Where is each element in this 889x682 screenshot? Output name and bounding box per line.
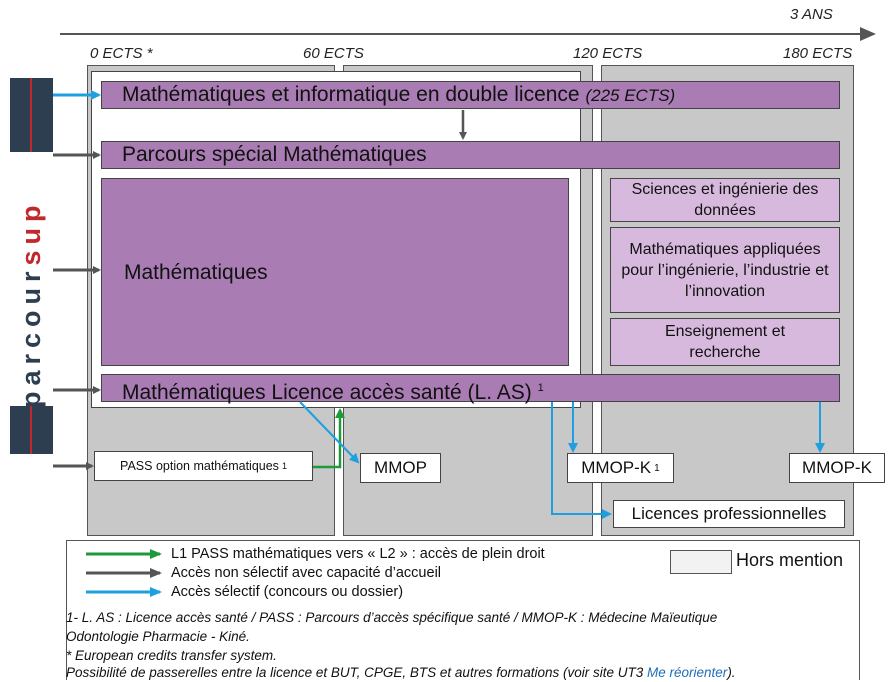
- legend-arrows: [86, 549, 162, 597]
- note-3: Possibilité de passerelles entre la lice…: [66, 665, 736, 680]
- spec-enseignement[interactable]: Enseignement et recherche: [610, 318, 840, 366]
- ects-label-180: 180 ECTS: [783, 45, 853, 62]
- arrow-las-mmop: [299, 401, 360, 464]
- reorient-link[interactable]: Me réorienter: [647, 665, 728, 680]
- parcoursup-wordmark: parcoursup: [16, 199, 46, 408]
- ects-label-120: 120 ECTS: [573, 45, 643, 62]
- las-bar[interactable]: Mathématiques Licence accès santé (L. AS…: [101, 374, 840, 404]
- mmopk-box-2[interactable]: MMOP-K: [789, 453, 885, 483]
- spec-data-science[interactable]: Sciences et ingénierie des données: [610, 178, 840, 222]
- arrow-pass-l2: [313, 408, 345, 469]
- legend-blue-text: Accès sélectif (concours ou dossier): [171, 584, 404, 600]
- spec-applied-math[interactable]: Mathématiques appliquées pour l’ingénier…: [610, 227, 840, 313]
- ects-label-60: 60 ECTS: [303, 45, 364, 62]
- duration-label: 3 ANS: [790, 6, 833, 23]
- mathematiques-block[interactable]: Mathématiques: [101, 178, 569, 366]
- mathematiques-label: Mathématiques: [124, 261, 268, 284]
- ects-label-0: 0 ECTS *: [90, 45, 153, 62]
- note-2: * European credits transfer system.: [66, 648, 277, 663]
- double-licence-ects: (225 ECTS): [585, 86, 676, 105]
- hors-mention-label: Hors mention: [736, 550, 844, 570]
- parcours-special-label: Parcours spécial Mathématiques: [122, 143, 427, 166]
- duration-arrow: [60, 27, 876, 41]
- hors-mention-swatch: [670, 550, 732, 574]
- arrow-las-lpro: [551, 402, 612, 519]
- parcours-special-bar[interactable]: Parcours spécial Mathématiques: [101, 141, 840, 169]
- double-licence-label: Mathématiques et informatique en double …: [122, 83, 580, 106]
- note-1a: 1- L. AS : Licence accès santé / PASS : …: [66, 610, 718, 625]
- legend-green-text: L1 PASS mathématiques vers « L2 » : accè…: [171, 546, 545, 562]
- licences-pro-box[interactable]: Licences professionnelles: [613, 500, 845, 528]
- note-1b: Odontologie Pharmacie - Kiné.: [66, 629, 250, 644]
- mmop-box[interactable]: MMOP: [360, 453, 441, 483]
- las-note: 1: [537, 382, 544, 394]
- svg-text:parcoursup: parcoursup: [16, 199, 46, 408]
- double-licence-bar[interactable]: Mathématiques et informatique en double …: [101, 81, 840, 109]
- parcoursup-logo: parcoursup: [10, 78, 53, 454]
- las-label: Mathématiques Licence accès santé (L. AS…: [122, 381, 532, 404]
- flow-arrows: [53, 90, 825, 519]
- legend-gray-text: Accès non sélectif avec capacité d’accue…: [171, 565, 442, 581]
